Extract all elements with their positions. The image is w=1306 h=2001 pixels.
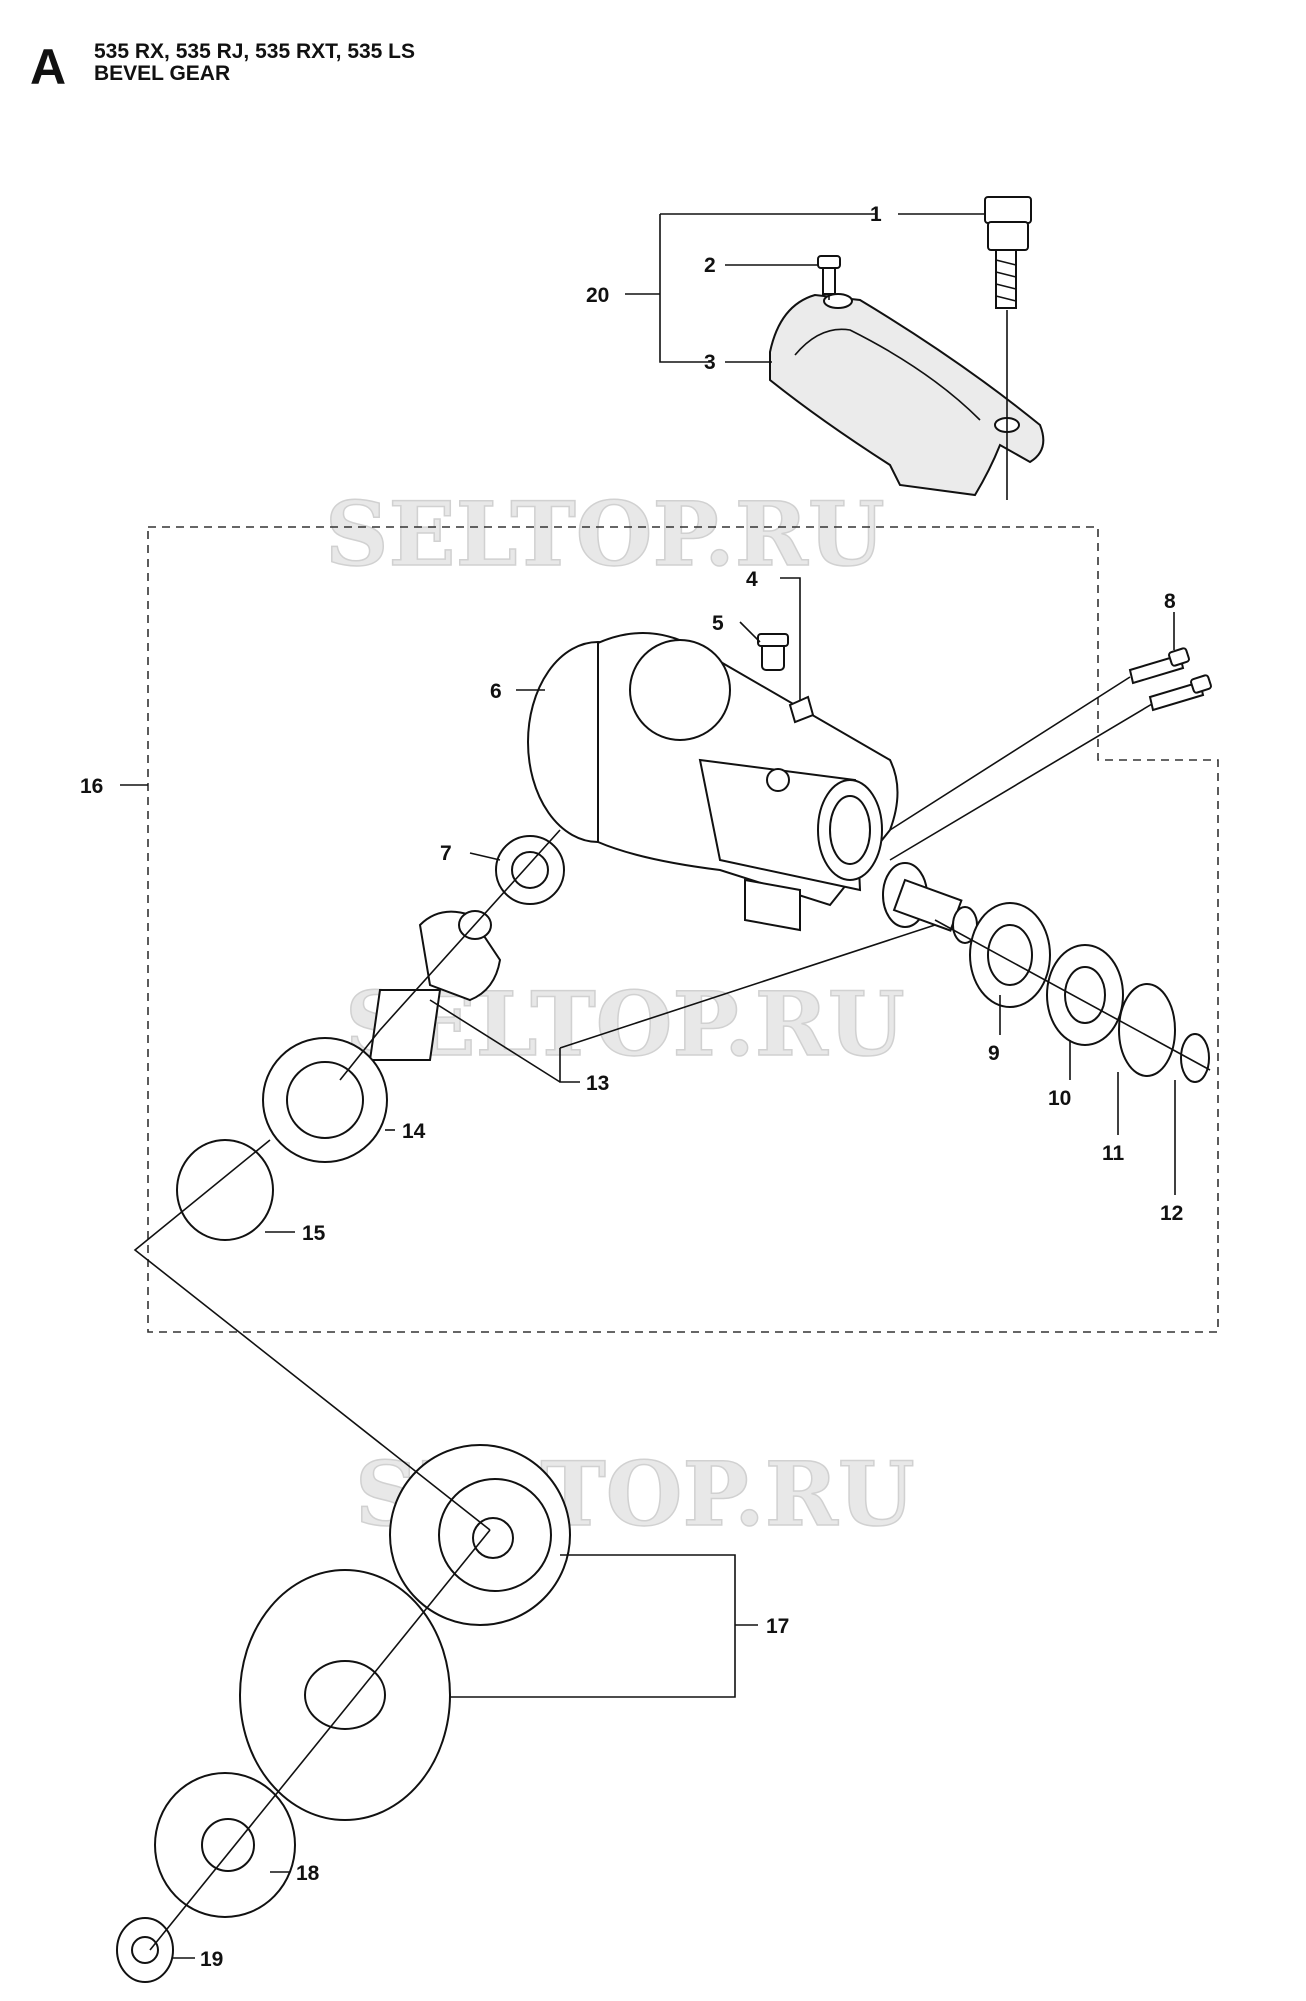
leader-lines	[120, 213, 1176, 1959]
gear-housing	[527, 632, 899, 932]
support-cup	[154, 1772, 296, 1918]
callout-10: 10	[1048, 1087, 1071, 1110]
assembly-boundary	[147, 526, 1219, 1333]
circlip-12	[1180, 1033, 1210, 1083]
clamp-screw	[817, 255, 841, 295]
callout-20: 20	[586, 284, 609, 307]
flange-axis	[149, 1529, 491, 1951]
callout-19: 19	[200, 1948, 223, 1971]
callout-17: 17	[766, 1615, 789, 1638]
callout-6: 6	[490, 680, 502, 703]
diagram-title: BEVEL GEAR	[94, 62, 230, 85]
callout-5: 5	[712, 612, 724, 635]
flange-dish	[239, 1569, 451, 1821]
clamp-bolt	[984, 196, 1032, 309]
output-axis	[133, 1139, 491, 1531]
clamp-cover	[769, 293, 1045, 497]
callout-1: 1	[870, 203, 882, 226]
callout-12: 12	[1160, 1202, 1183, 1225]
callout-2: 2	[704, 254, 716, 277]
drive-gear	[882, 862, 978, 944]
lock-nut	[116, 1917, 174, 1983]
callout-8: 8	[1164, 590, 1176, 613]
bearing-14	[262, 1037, 388, 1163]
callout-7: 7	[440, 842, 452, 865]
callout-9: 9	[988, 1042, 1000, 1065]
callout-13: 13	[586, 1072, 609, 1095]
section-letter: A	[30, 39, 66, 95]
bearing-7	[495, 835, 565, 905]
callout-4: 4	[746, 568, 758, 591]
callout-16: 16	[80, 775, 103, 798]
circlip-15	[176, 1139, 274, 1241]
housing-plug	[757, 633, 789, 671]
callout-14: 14	[402, 1120, 426, 1143]
shaft-axis-right	[934, 919, 1211, 1071]
watermark-1: SELTOP.RU	[325, 482, 885, 586]
housing-key	[788, 695, 815, 724]
bearing-9	[969, 902, 1051, 1008]
flange-upper	[389, 1444, 571, 1626]
housing-screws	[889, 647, 1212, 861]
callout-3: 3	[704, 351, 716, 374]
model-list: 535 RX, 535 RJ, 535 RXT, 535 LS	[94, 40, 415, 63]
bearing-10	[1046, 944, 1124, 1046]
shaft-axis-left	[339, 829, 561, 1081]
callout-18: 18	[296, 1862, 320, 1885]
circlip-11	[1118, 983, 1176, 1077]
callout-11: 11	[1102, 1142, 1125, 1165]
callout-15: 15	[302, 1222, 326, 1245]
